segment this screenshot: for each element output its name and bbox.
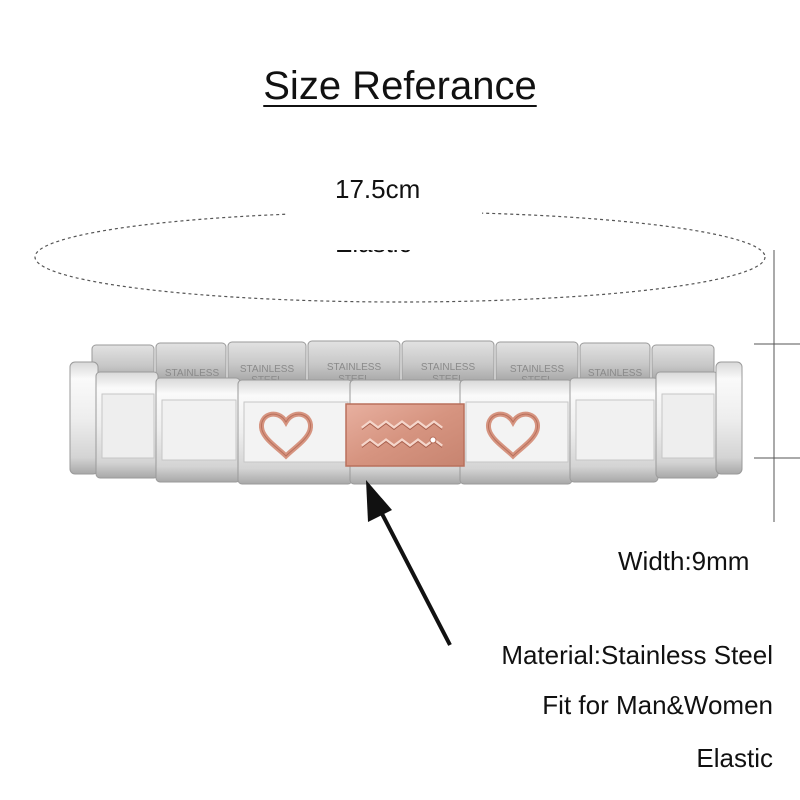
aquarius-charm-icon <box>345 403 465 467</box>
engraving-stainless: STAINLESS <box>165 368 220 379</box>
engraving-stainless: STAINLESS <box>588 368 643 379</box>
page-title: Size Referance <box>263 64 537 108</box>
height-dimension-line <box>754 250 800 522</box>
elastic-label-bottom: Elastic <box>696 743 773 773</box>
fit-label: Fit for Man&Women <box>542 690 773 720</box>
engraving-stainless: STAINLESS <box>510 364 565 375</box>
heart-charm-icon <box>259 411 313 460</box>
material-label: Material:Stainless Steel <box>501 640 773 670</box>
width-label: Width:9mm <box>618 546 750 576</box>
circumference-ellipse <box>34 211 766 303</box>
engraving-stainless: STAINLESS <box>240 364 295 375</box>
heart-charm-icon <box>486 411 540 460</box>
engraving-stainless: STAINLESS <box>421 362 476 373</box>
length-label: 17.5cm <box>335 174 421 204</box>
engraving-stainless: STAINLESS <box>327 362 382 373</box>
pointer-arrow-icon <box>366 480 452 646</box>
